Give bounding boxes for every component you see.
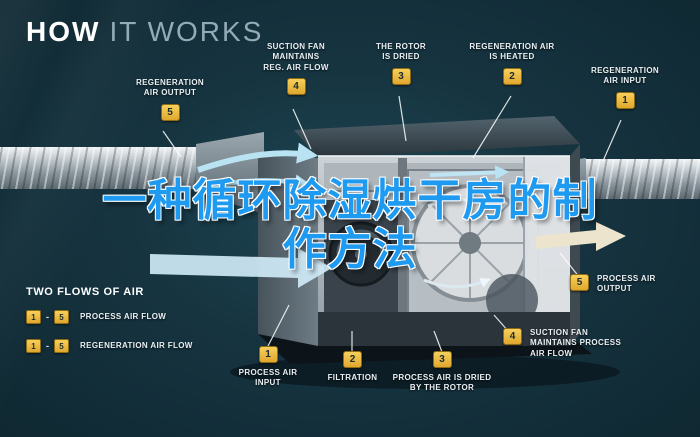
title-word-how: HOW bbox=[26, 16, 101, 47]
callout-label: PROCESS AIR IS DRIED bbox=[392, 373, 492, 382]
step-badge-3: 3 bbox=[432, 351, 452, 368]
legend-badge-end: 5 bbox=[54, 310, 69, 324]
page-title: HOW IT WORKS bbox=[26, 16, 263, 48]
legend-label: REGENERATION AIR FLOW bbox=[80, 340, 193, 350]
step-badge-3: 3 bbox=[391, 67, 411, 85]
two-flows-legend: TWO FLOWS OF AIR 1 - 5 PROCESS AIR FLOW … bbox=[26, 286, 193, 368]
machine-left-wall bbox=[258, 152, 318, 346]
callout-label: REGENERATION bbox=[590, 66, 660, 75]
legend-heading: TWO FLOWS OF AIR bbox=[26, 286, 144, 298]
callout-label: MAINTAINS bbox=[272, 52, 320, 62]
callout-label: THE ROTOR bbox=[375, 42, 427, 51]
callout-label: IS DRIED bbox=[382, 52, 420, 62]
left-duct-illustration bbox=[0, 147, 206, 189]
callout-label: MAINTAINS PROCESS bbox=[530, 338, 622, 348]
legend-badge-start: 1 bbox=[26, 339, 41, 353]
callout-label: AIR INPUT bbox=[603, 76, 647, 86]
callout-label: AIR FLOW bbox=[530, 348, 573, 358]
legend-badge-end: 5 bbox=[54, 339, 69, 353]
interior-divider bbox=[398, 158, 407, 346]
legend-row-regeneration: 1 - 5 REGENERATION AIR FLOW bbox=[26, 339, 193, 353]
interior-bottom-tray bbox=[318, 312, 570, 346]
regen-inlet-arrow bbox=[197, 142, 319, 173]
callout-label: INPUT bbox=[255, 378, 281, 388]
step-badge-2: 2 bbox=[343, 351, 362, 368]
callout-label: REGENERATION AIR bbox=[469, 42, 555, 51]
legend-badge-start: 1 bbox=[26, 310, 41, 324]
regen-top-flow-arrow bbox=[429, 165, 510, 180]
callout-label: REG. AIR FLOW bbox=[263, 62, 329, 72]
rotor-flow-arrow-top bbox=[427, 197, 487, 208]
callout-label: REGENERATION bbox=[135, 78, 205, 87]
callout-label: FILTRATION bbox=[327, 373, 378, 382]
legend-label: PROCESS AIR FLOW bbox=[80, 311, 167, 321]
step-badge-1: 1 bbox=[615, 91, 635, 109]
callout-filtration: 2 FILTRATION bbox=[315, 351, 390, 383]
airflow-arrows bbox=[150, 142, 626, 289]
step-badge-4: 4 bbox=[286, 78, 306, 96]
patent-title-line-1: 一种循环除湿烘干房的制 bbox=[102, 175, 598, 226]
step-badge-5: 5 bbox=[570, 274, 589, 291]
step-badge-2: 2 bbox=[502, 67, 522, 85]
leader-lines bbox=[162, 95, 622, 353]
callout-label: PROCESS AIR bbox=[597, 274, 656, 283]
legend-dash: - bbox=[46, 312, 49, 322]
process-outlet-arrow bbox=[536, 222, 626, 251]
step-badge-5: 5 bbox=[160, 103, 180, 121]
callout-label: SUCTION FAN bbox=[266, 42, 326, 51]
rotor-hub bbox=[459, 232, 481, 254]
patent-title-overlay: 一种循环除湿烘干房的制 作方法 bbox=[0, 175, 700, 276]
ground-shadow bbox=[230, 355, 620, 389]
callout-label: IS HEATED bbox=[489, 52, 535, 62]
title-word-it-works: IT WORKS bbox=[109, 16, 264, 47]
step-badge-1: 1 bbox=[258, 346, 278, 363]
callout-label: AIR OUTPUT bbox=[143, 88, 197, 98]
regen-inlet-arrow-2 bbox=[203, 174, 311, 191]
process-inlet-flow-band bbox=[150, 248, 332, 288]
step-badge-4: 4 bbox=[503, 328, 522, 345]
left-duct-funnel bbox=[196, 132, 264, 214]
callout-label: OUTPUT bbox=[597, 284, 632, 294]
legend-dash: - bbox=[46, 341, 49, 351]
rotor-flow-arrow-bottom bbox=[423, 277, 491, 289]
callout-label: SUCTION FAN bbox=[530, 328, 589, 337]
patent-title-line-2: 作方法 bbox=[282, 225, 418, 276]
callout-label: PROCESS AIR bbox=[238, 368, 298, 377]
callout-label: BY THE ROTOR bbox=[409, 383, 475, 393]
machine-top-panel bbox=[294, 116, 580, 158]
legend-row-process: 1 - 5 PROCESS AIR FLOW bbox=[26, 310, 193, 324]
